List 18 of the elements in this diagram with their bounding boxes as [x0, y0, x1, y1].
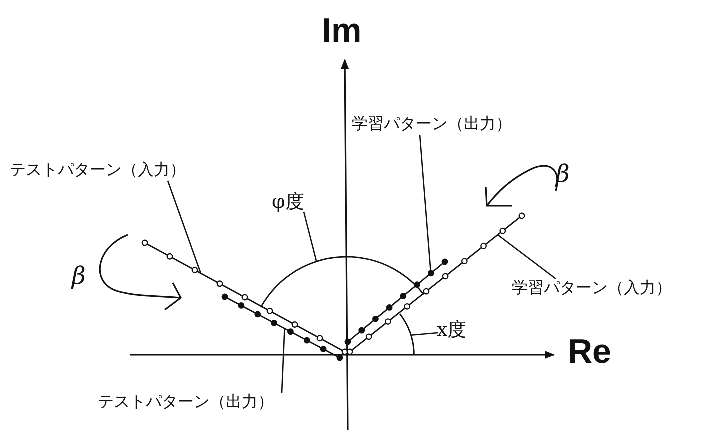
- angle-label: φ度: [272, 192, 304, 212]
- pattern-label: テストパターン（出力）: [98, 392, 274, 412]
- axis-label: Re: [568, 333, 612, 371]
- pattern-label: 学習パターン（出力）: [352, 114, 512, 134]
- leader-line: [303, 212, 318, 262]
- pattern-line: [346, 212, 526, 356]
- leader-line: [498, 234, 556, 280]
- leader-line: [281, 328, 286, 394]
- leader-line: [167, 180, 202, 274]
- pattern-line: [344, 258, 449, 346]
- leader-line: [411, 332, 438, 336]
- pattern-line: [141, 239, 349, 356]
- pattern-label: テストパターン（入力）: [10, 160, 186, 180]
- rotation-label: β: [72, 262, 86, 290]
- angle-label: x度: [437, 320, 467, 340]
- pattern-label: 学習パターン（入力）: [512, 278, 672, 298]
- axis-label: Im: [322, 12, 362, 50]
- pattern-line: [221, 293, 344, 362]
